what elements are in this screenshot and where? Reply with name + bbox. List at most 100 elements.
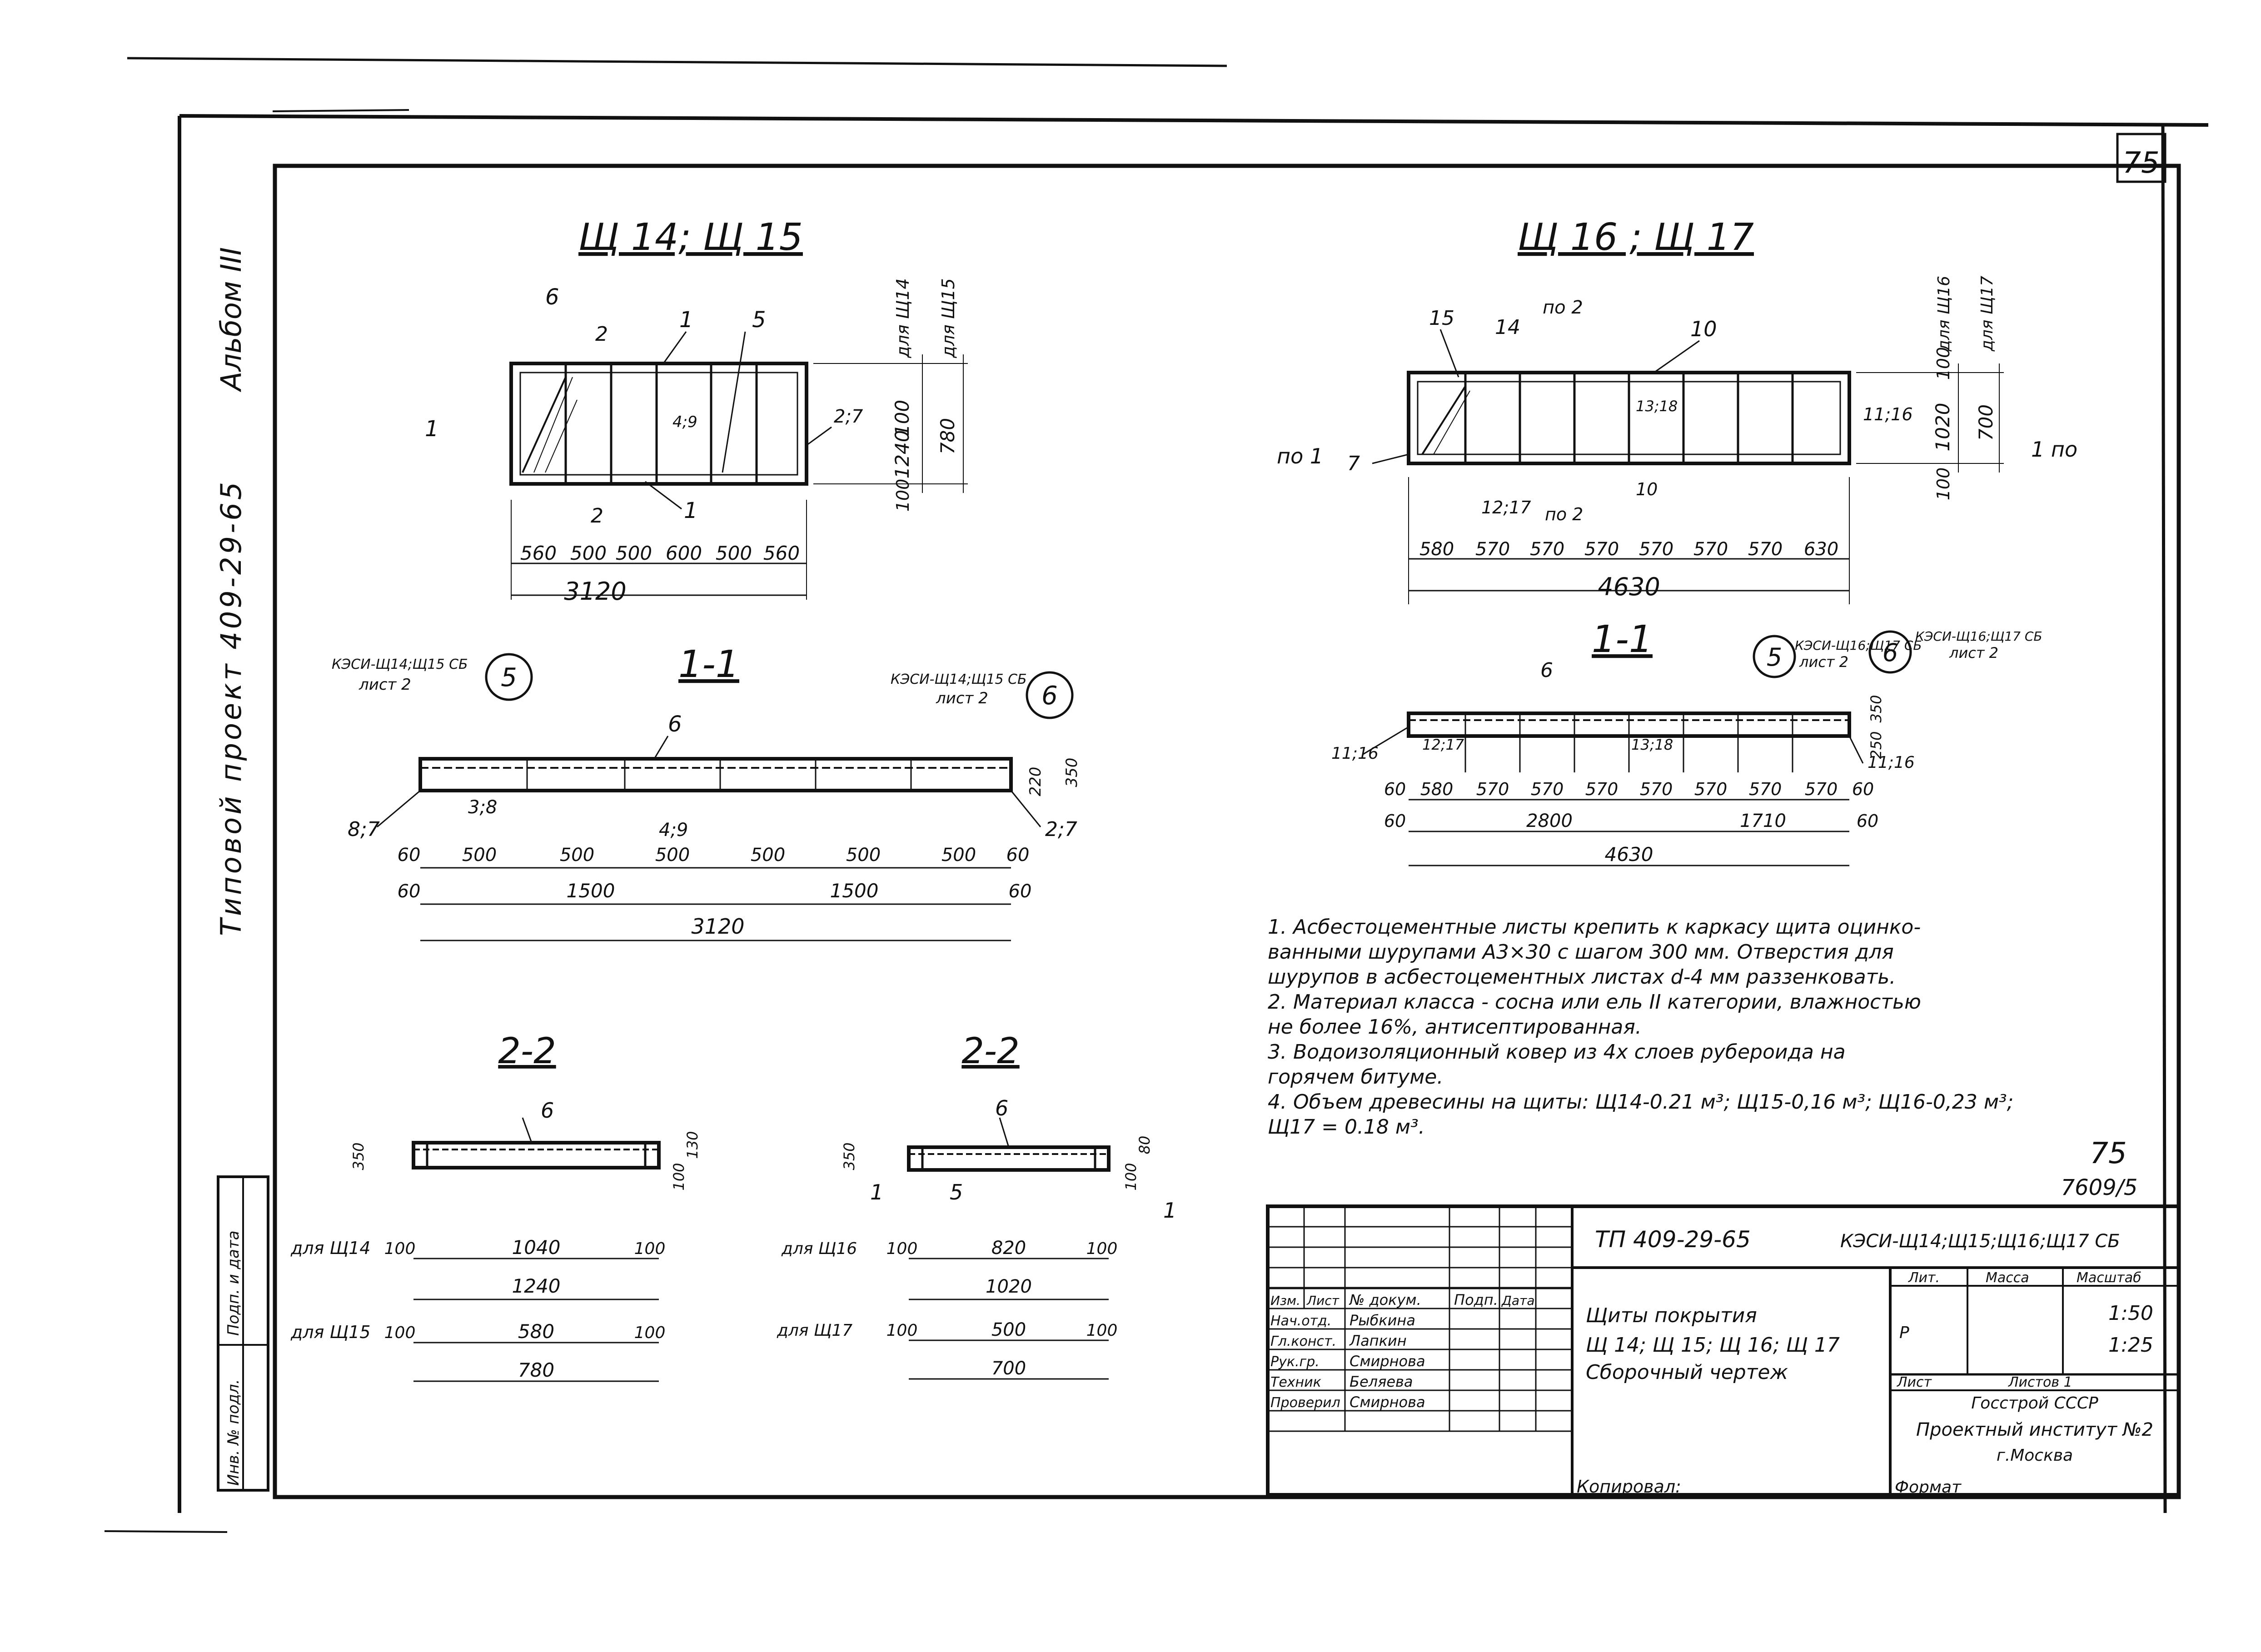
right-plan-title: Щ 16 ; Щ 17 bbox=[1518, 216, 1754, 259]
right-section-ref-right: КЭСИ-Щ16;Щ17 СБ bbox=[1915, 629, 2042, 644]
dim-label: 500 bbox=[462, 845, 497, 866]
role-header: Лист bbox=[1306, 1293, 1340, 1308]
dim-label: 350 bbox=[1063, 758, 1081, 787]
staff-name: Лапкин bbox=[1349, 1332, 1407, 1349]
scale-value: 1:50 bbox=[2108, 1302, 2153, 1325]
sheets-label: Листов 1 bbox=[2008, 1374, 2072, 1390]
title-line: Щиты покрытия bbox=[1586, 1304, 1757, 1327]
format-label: Формат bbox=[1895, 1478, 1962, 1497]
dim-label: 100 bbox=[1933, 468, 1953, 501]
staff-name: Беляева bbox=[1350, 1373, 1413, 1390]
right-section-22-title: 2-2 bbox=[961, 1031, 1019, 1072]
right-section-body bbox=[1407, 712, 1851, 772]
callout: 13;18 bbox=[1636, 398, 1678, 415]
dim-label: 570 bbox=[1640, 779, 1673, 799]
left-plan-callouts: 6 1 5 2 2;7 4;9 1 2 1 bbox=[425, 284, 863, 527]
callout: 1 bbox=[679, 307, 693, 333]
callout: 1 bbox=[684, 498, 698, 523]
callout: 1 bbox=[1163, 1198, 1176, 1223]
section22-right-dims: для Щ16 100 820 100 1020 для Щ17 100 500… bbox=[777, 1238, 1118, 1380]
staff-name: Рыбкина bbox=[1350, 1312, 1415, 1329]
callout: 8;7 bbox=[348, 818, 380, 841]
dim-label: 60 bbox=[398, 881, 421, 902]
left-section-22-title: 2-2 bbox=[498, 1031, 556, 1072]
left-section-ref-right: КЭСИ-Щ14;Щ15 СБ bbox=[891, 672, 1027, 687]
left-plan-title: Щ 14; Щ 15 bbox=[578, 216, 803, 259]
notes-block: 1. Асбестоцементные листы крепить к карк… bbox=[1268, 916, 2014, 1139]
left-plan-dims: 3120 100 1240 100 780 для Щ14 для Щ15 bbox=[511, 278, 968, 606]
staff-role: Нач.отд. bbox=[1270, 1313, 1331, 1329]
note-line: 3. Водоизоляционный ковер из 4х слоев ру… bbox=[1268, 1040, 1846, 1064]
inner-frame bbox=[273, 164, 2181, 1499]
left-plan-dim-row: 560 500 500 600 500 560 bbox=[520, 542, 800, 564]
right-section-dims: 60 580 570 570 570 570 570 570 570 60 60… bbox=[1384, 695, 1885, 866]
dim-label: 1240 bbox=[512, 1275, 561, 1297]
callout: 5 bbox=[752, 307, 766, 333]
right-plan-dims: 4630 100 1020 100 700 для Щ16 для Щ17 bbox=[1408, 276, 2004, 604]
callout: 4;9 bbox=[672, 413, 697, 431]
dim-label: 60 bbox=[1384, 779, 1406, 799]
callout: 2;7 bbox=[1045, 818, 1077, 841]
dim-label: 4630 bbox=[1605, 843, 1653, 866]
side-label: для Щ17 bbox=[1978, 276, 1997, 352]
title-lit-block: Лит. Масса Масштаб Р 1:50 1:25 Лист Лист… bbox=[1897, 1270, 2153, 1465]
right-section-11-title: 1-1 bbox=[1592, 618, 1653, 661]
dim-label: 60 bbox=[1384, 811, 1406, 831]
row-label: для Щ15 bbox=[290, 1322, 370, 1342]
role-header: Подп. bbox=[1454, 1291, 1498, 1309]
scan-mark bbox=[104, 1530, 228, 1533]
note-line: ванными шурупами А3×30 с шагом 300 мм. О… bbox=[1268, 940, 1894, 964]
dim-label: 1040 bbox=[512, 1236, 561, 1259]
bubble-label: 6 bbox=[1041, 681, 1058, 711]
col-header: Масса bbox=[1986, 1270, 2029, 1286]
left-plan-side-label-0: для Щ14 bbox=[893, 278, 913, 358]
org-line: г.Москва bbox=[1997, 1446, 2073, 1465]
callout: 7 bbox=[1347, 452, 1360, 475]
dim-label: 60 bbox=[1857, 811, 1878, 831]
dim-label: 500 bbox=[751, 845, 785, 866]
dim-label: 100 bbox=[1086, 1321, 1118, 1340]
dim-label: 100 bbox=[1122, 1163, 1140, 1190]
note-line: шурупов в асбестоцементных листах d-4 мм… bbox=[1268, 965, 1896, 989]
dim-label: 1020 bbox=[986, 1276, 1032, 1297]
callout: 5 bbox=[950, 1180, 963, 1204]
dim-label: 570 bbox=[1693, 539, 1728, 560]
note-line: Щ17 = 0.18 м³. bbox=[1268, 1115, 1425, 1139]
dim-label: 580 bbox=[1419, 539, 1454, 560]
lit-value: Р bbox=[1899, 1324, 1909, 1342]
dim-label: 570 bbox=[1748, 539, 1783, 560]
side-label: для Щ16 bbox=[1935, 276, 1953, 352]
dim-label: 60 bbox=[1006, 845, 1030, 866]
right-bubble-5 bbox=[1753, 635, 1796, 678]
callout: 2 bbox=[595, 323, 608, 346]
callout: 12;17 bbox=[1481, 498, 1531, 517]
callout: 14 bbox=[1495, 316, 1520, 339]
staff-role: Гл.конст. bbox=[1270, 1334, 1336, 1349]
dim-label: 1020 bbox=[1932, 403, 1954, 452]
role-header: Дата bbox=[1501, 1293, 1535, 1308]
org-line: Госстрой СССР bbox=[1971, 1394, 2098, 1413]
dim-label: 500 bbox=[846, 845, 881, 866]
callout: 4;9 bbox=[659, 820, 688, 841]
callout: 13;18 bbox=[1631, 736, 1673, 753]
dim-label: 600 bbox=[666, 542, 702, 564]
dim-label: 100 bbox=[670, 1163, 687, 1190]
dim-label: 100 bbox=[1086, 1239, 1118, 1258]
section22-left-dims: для Щ14 100 1040 100 1240 для Щ15 100 58… bbox=[290, 1236, 666, 1382]
dim-label: 560 bbox=[520, 542, 557, 564]
dim-label: 220 bbox=[1026, 767, 1045, 796]
col-header: Масштаб bbox=[2077, 1270, 2141, 1286]
dim-label: 100 bbox=[634, 1239, 666, 1258]
org-line: Проектный институт №2 bbox=[1916, 1419, 2153, 1440]
title-block bbox=[1266, 1204, 2181, 1497]
left-section-body bbox=[418, 757, 1013, 792]
dim-label: 350 bbox=[1868, 695, 1885, 722]
callout: 10 bbox=[1690, 317, 1717, 341]
dim-label: 570 bbox=[1805, 779, 1838, 799]
left-bubble-5 bbox=[485, 653, 533, 701]
section22-right-body bbox=[907, 1117, 1111, 1172]
callout: 1 по bbox=[2031, 437, 2077, 462]
dim-label: 350 bbox=[350, 1142, 367, 1170]
dim-label: 100 bbox=[1933, 347, 1953, 380]
